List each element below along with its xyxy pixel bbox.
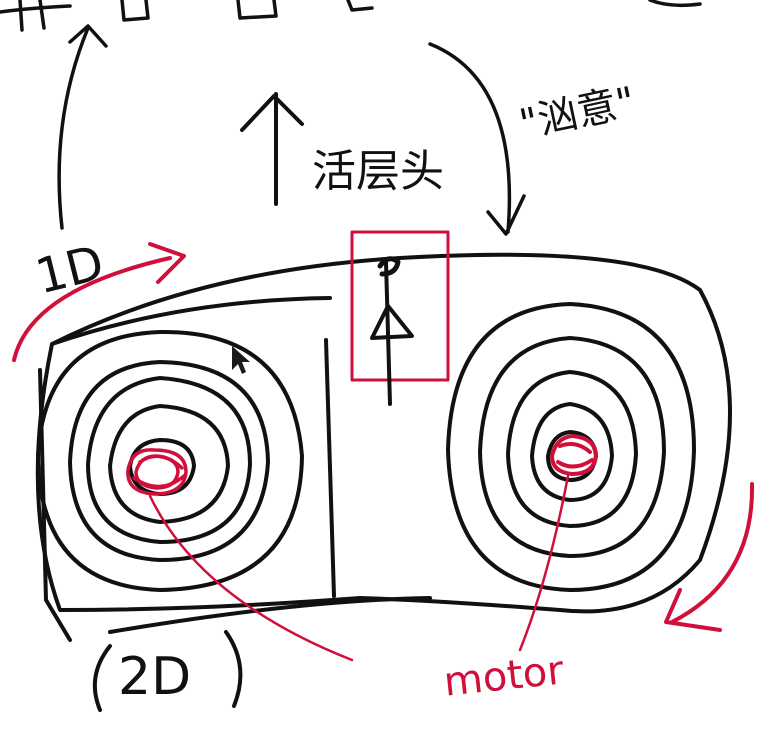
left-motor-core [126,448,188,496]
top-partial-sketches [0,0,702,32]
head-red-box [350,230,450,382]
right-motor-core [550,434,598,476]
right-reel [446,302,696,592]
two-d-left-paren [92,644,112,712]
head-contact-point [377,256,401,277]
red-motion-arrow-right [664,482,755,632]
head-arrow-symbol [240,92,304,206]
head-triangle [370,304,414,340]
quote-label: "汹意" [515,79,639,148]
device-outer-casing [35,252,732,642]
center-head [350,230,450,406]
head-label: 活层头 [312,146,444,197]
two-d-label: 2D [118,647,191,707]
two-d-annotation: 2D [92,630,243,712]
motor-label: motor [442,647,567,705]
arrow-1d-to-top [57,24,108,230]
arrow-top-to-device [428,42,526,236]
motor-leader-lines [148,474,570,662]
mouse-cursor-icon [232,346,250,374]
two-d-right-paren [224,630,243,708]
head-vertical-line [384,260,392,406]
left-reel [36,329,304,592]
red-motion-arrow-left [12,242,186,362]
